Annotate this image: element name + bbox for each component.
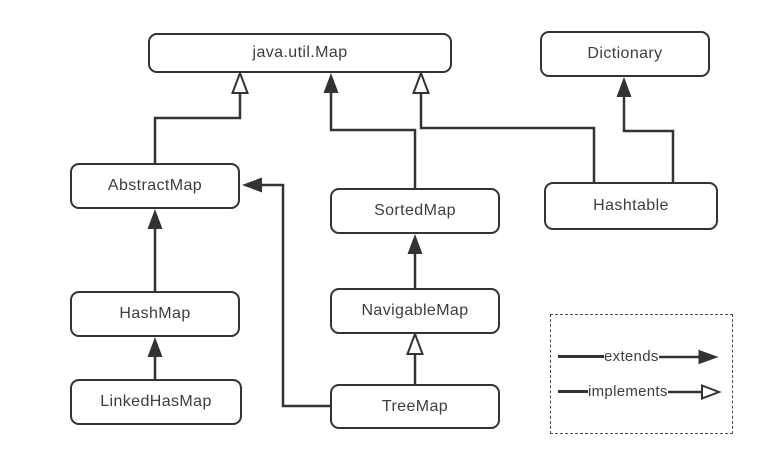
edge-treemap-extends-abstractmap: [242, 177, 330, 408]
node-navigablemap-label: NavigableMap: [361, 302, 469, 319]
node-abstractmap: AbstractMap: [70, 163, 240, 209]
legend-box: extends implements: [550, 314, 733, 434]
legend-implements-label: implements: [588, 383, 668, 400]
node-hashtable-label: Hashtable: [593, 197, 669, 214]
node-hashtable: Hashtable: [544, 182, 718, 230]
node-java-util-map: java.util.Map: [148, 33, 452, 73]
node-java-util-map-label: java.util.Map: [252, 44, 348, 61]
node-dictionary-label: Dictionary: [587, 45, 663, 62]
legend-row-implements: implements: [558, 382, 725, 402]
node-hashmap-label: HashMap: [119, 305, 191, 322]
node-abstractmap-label: AbstractMap: [107, 177, 203, 194]
edge-hashtable-extends-dictionary: [616, 77, 675, 182]
edge-abstractmap-implements-javautilmap: [153, 93, 240, 163]
node-dictionary: Dictionary: [540, 31, 710, 77]
extends-arrow-icon: [658, 349, 719, 364]
implements-arrow-icon: [667, 383, 722, 400]
implements-line-segment: [558, 390, 588, 393]
edge-hashtable-implements-javautilmap: [421, 93, 596, 182]
node-sortedmap: SortedMap: [330, 188, 500, 234]
legend-extends-label: extends: [604, 348, 659, 365]
edge-sortedmap-extends-javautilmap: [323, 73, 417, 188]
extends-line-segment: [558, 355, 604, 358]
node-navigablemap: NavigableMap: [330, 288, 500, 334]
node-hashmap: HashMap: [70, 291, 240, 337]
node-linkedhasmap-label: LinkedHasMap: [100, 393, 212, 410]
node-treemap: TreeMap: [330, 384, 500, 429]
legend-row-extends: extends: [558, 347, 725, 367]
node-linkedhasmap: LinkedHasMap: [70, 379, 242, 425]
node-sortedmap-label: SortedMap: [374, 202, 456, 219]
node-treemap-label: TreeMap: [381, 397, 449, 415]
